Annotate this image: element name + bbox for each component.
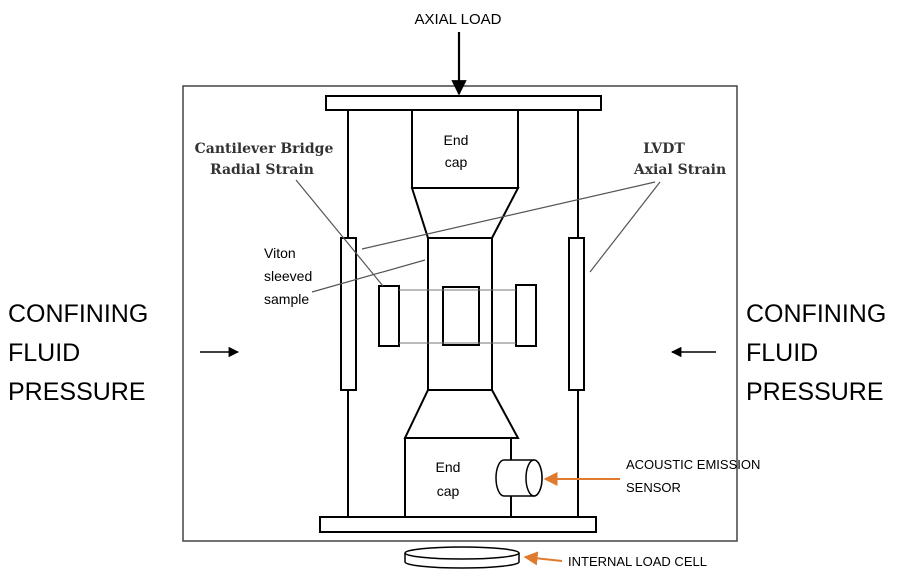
confining-left-label-2: FLUID	[8, 339, 80, 367]
cantilever-label-2: Radial Strain	[210, 162, 314, 178]
top-taper	[410, 187, 520, 239]
bottom-platen	[319, 516, 597, 533]
load-cell-label: INTERNAL LOAD CELL	[568, 554, 707, 569]
bottom-taper	[403, 389, 520, 439]
confining-right-label-3: PRESSURE	[746, 378, 884, 406]
confining-right-label-2: FLUID	[746, 339, 818, 367]
viton-pointer	[311, 259, 426, 293]
top-end-cap-label-2: cap	[445, 154, 468, 170]
lvdt-pointer-left	[361, 181, 656, 250]
top-end-cap	[411, 109, 519, 189]
bottom-end-cap	[404, 437, 512, 518]
lvdt-label-2: Axial Strain	[633, 162, 726, 178]
confining-left-label-3: PRESSURE	[8, 378, 146, 406]
top-platen	[325, 95, 602, 111]
viton-label-2: sleeved	[264, 268, 312, 284]
cantilever-label-1: Cantilever Bridge	[195, 141, 334, 157]
right-cantilever-gauge	[515, 284, 537, 347]
axial-load-label: AXIAL LOAD	[415, 11, 502, 28]
bottom-end-cap-label-2: cap	[437, 483, 460, 499]
left-lvdt	[340, 237, 357, 391]
confining-left-label-1: CONFINING	[8, 300, 148, 328]
viton-label-1: Viton	[264, 245, 296, 261]
acoustic-emission-label-1: ACOUSTIC EMISSION	[626, 457, 760, 472]
right-lvdt	[568, 237, 585, 391]
load-cell-arrow	[523, 551, 563, 566]
left-cantilever-gauge	[378, 285, 400, 347]
internal-load-cell	[404, 546, 520, 569]
lvdt-label-1: LVDT	[643, 141, 685, 157]
acoustic-emission-label-2: SENSOR	[626, 480, 681, 495]
viton-label-3: sample	[264, 291, 309, 307]
lvdt-pointer-right	[589, 181, 661, 273]
top-end-cap-label-1: End	[444, 132, 469, 148]
cantilever-pointer	[295, 179, 384, 287]
acoustic-emission-sensor	[495, 459, 543, 497]
bottom-end-cap-label-1: End	[436, 459, 461, 475]
center-strain-gauge	[442, 286, 480, 346]
confining-right-label-1: CONFINING	[746, 300, 886, 328]
